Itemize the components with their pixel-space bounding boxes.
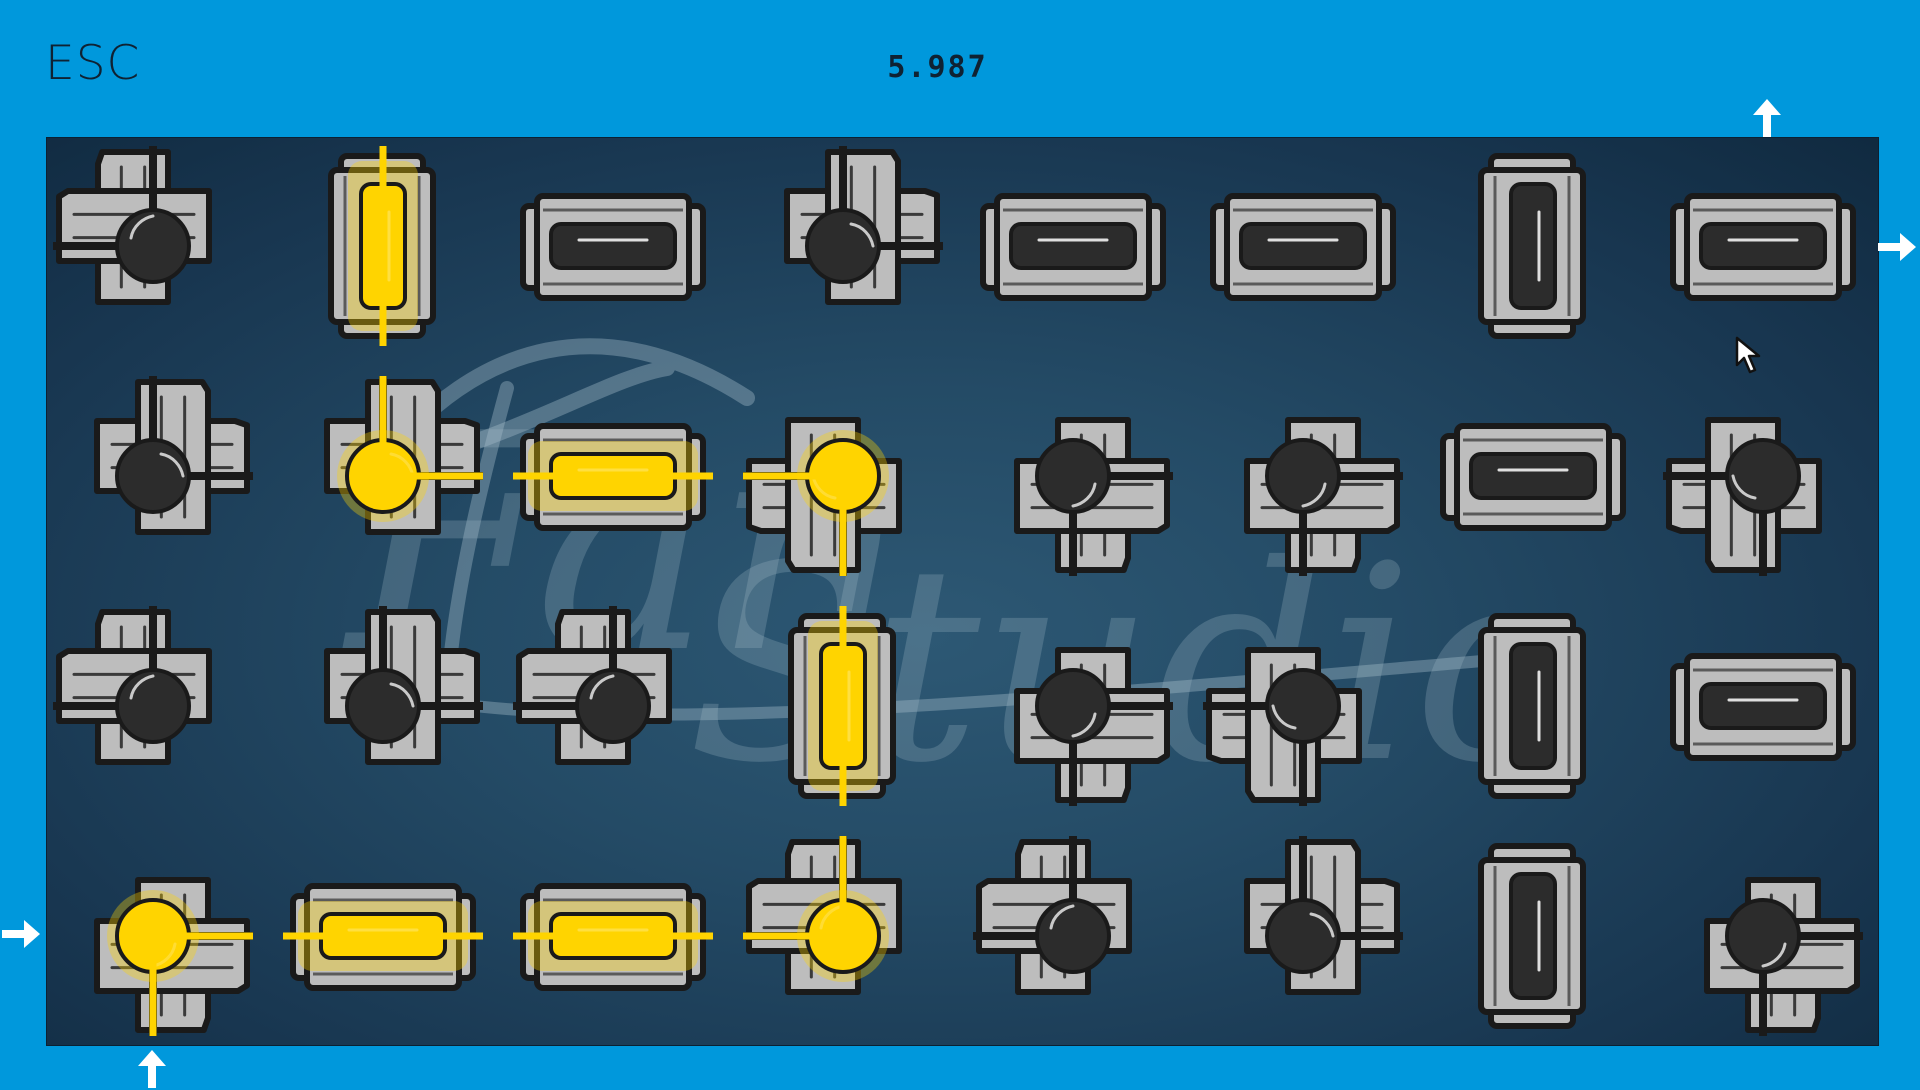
pipe-tile-r3-c2[interactable]: [283, 606, 483, 806]
pipe-tile-r2-c2[interactable]: [283, 376, 483, 576]
arrow-up-icon: [138, 1050, 166, 1088]
pipe-tile-r1-c1[interactable]: [53, 146, 253, 346]
pipe-tile-r2-c5[interactable]: [973, 376, 1173, 576]
pipe-tile-r3-c3[interactable]: [513, 606, 713, 806]
pipe-tile-r1-c5[interactable]: [973, 146, 1173, 346]
pipe-tile-r2-c8[interactable]: [1663, 376, 1863, 576]
pipe-tile-r1-c4[interactable]: [743, 146, 943, 346]
pipe-tile-r3-c8[interactable]: [1663, 606, 1863, 806]
pipe-tile-r1-c7[interactable]: [1433, 146, 1633, 346]
timer-display: 5.987: [887, 50, 988, 85]
pipe-tile-r1-c6[interactable]: [1203, 146, 1403, 346]
arrow-right-icon: [1878, 233, 1916, 261]
pipe-tile-r2-c4[interactable]: [743, 376, 943, 576]
pipe-tile-r3-c1[interactable]: [53, 606, 253, 806]
pipe-tile-r3-c6[interactable]: [1203, 606, 1403, 806]
pipe-tile-r3-c7[interactable]: [1433, 606, 1633, 806]
pipe-tile-r1-c3[interactable]: [513, 146, 713, 346]
pipe-tile-r2-c3[interactable]: [513, 376, 713, 576]
pipe-tile-r1-c8[interactable]: [1663, 146, 1863, 346]
pipe-tile-r4-c7[interactable]: [1433, 836, 1633, 1036]
pipe-tile-r4-c1[interactable]: [53, 836, 253, 1036]
pipe-tile-r4-c4[interactable]: [743, 836, 943, 1036]
pipe-tile-r4-c6[interactable]: [1203, 836, 1403, 1036]
arrow-up-icon: [1753, 99, 1781, 137]
pipe-tile-r4-c3[interactable]: [513, 836, 713, 1036]
arrow-right-icon: [2, 920, 40, 948]
pipe-tile-r4-c5[interactable]: [973, 836, 1173, 1036]
pipe-tile-r2-c1[interactable]: [53, 376, 253, 576]
mouse-cursor-icon: [1735, 336, 1761, 374]
pipe-tile-r3-c5[interactable]: [973, 606, 1173, 806]
esc-button[interactable]: ESC: [45, 36, 141, 91]
pipe-tile-r1-c2[interactable]: [283, 146, 483, 346]
pipe-tile-r2-c6[interactable]: [1203, 376, 1403, 576]
pipe-tile-r2-c7[interactable]: [1433, 376, 1633, 576]
pipe-tile-r4-c8[interactable]: [1663, 836, 1863, 1036]
game-board: Fan Studio: [46, 137, 1879, 1046]
pipe-tile-r4-c2[interactable]: [283, 836, 483, 1036]
pipe-tile-r3-c4[interactable]: [743, 606, 943, 806]
